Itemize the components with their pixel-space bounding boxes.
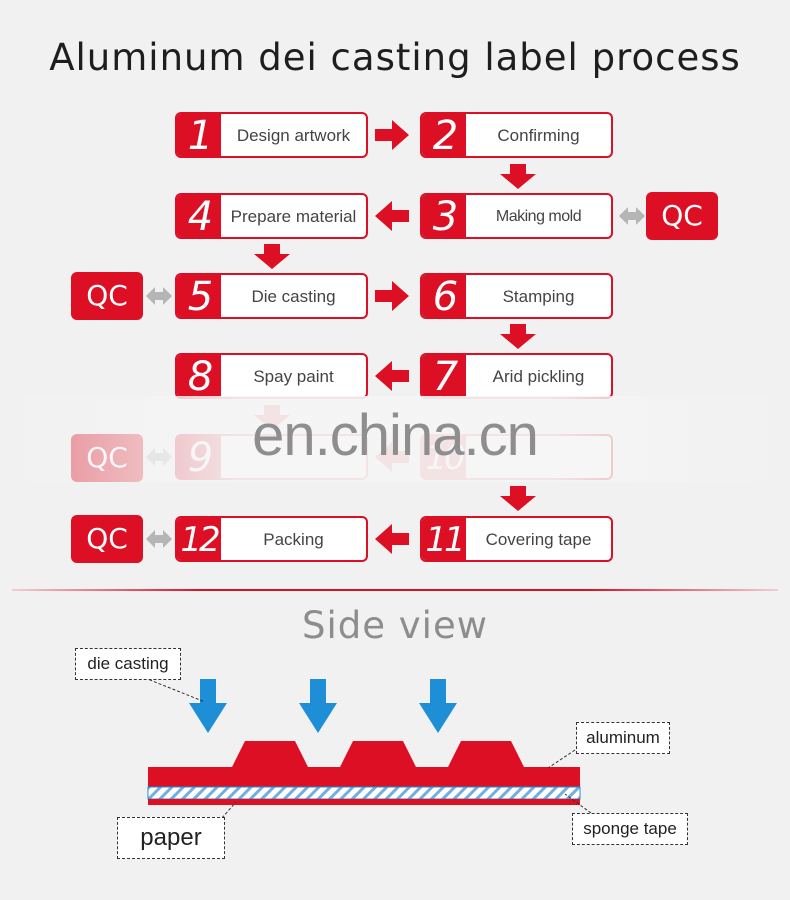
label-paper: paper: [117, 817, 225, 859]
label-die-casting: die casting: [75, 648, 181, 680]
arrow-down-4-5: [254, 244, 290, 269]
paper-layer: [148, 799, 580, 805]
step-label: Prepare material: [230, 207, 357, 226]
step-1: 1 Design artwork: [175, 112, 368, 158]
step-label: Making mold: [495, 208, 582, 225]
step-label: Covering tape: [485, 530, 592, 549]
press-arrow-3: [419, 679, 457, 733]
step-number: 8: [177, 355, 221, 397]
step-5: 5 Die casting: [175, 273, 368, 319]
qc-badge-step-5: QC: [71, 272, 143, 320]
leader-sponge: [564, 793, 596, 817]
qc-badge-step-3: QC: [646, 192, 718, 240]
step-12: 12 Packing: [175, 516, 368, 562]
step-number: 11: [422, 518, 466, 560]
qc-connector-12: [146, 530, 172, 548]
flow-arrows: [146, 120, 645, 554]
arrow-left-11-12: [375, 524, 409, 554]
step-label: Packing: [263, 530, 324, 549]
leader-paper: [221, 801, 237, 819]
press-arrow-2: [299, 679, 337, 733]
arrow-down-6-7: [500, 324, 536, 349]
arrow-left-7-8: [375, 361, 409, 391]
watermark-text: en.china.cn: [252, 403, 539, 468]
step-6: 6 Stamping: [420, 273, 613, 319]
step-label: Die casting: [251, 287, 336, 306]
label-sponge-tape: sponge tape: [572, 813, 688, 845]
watermark-band: [0, 396, 790, 482]
step-label: Confirming: [497, 126, 580, 145]
step-number: 6: [422, 275, 466, 317]
step-number: 5: [177, 275, 221, 317]
leader-die-casting: [139, 675, 206, 703]
step-number: 7: [422, 355, 466, 397]
step-3: 3 Making mold: [420, 193, 613, 239]
side-view-diagram: [139, 675, 596, 819]
sponge-tape-layer: [147, 786, 581, 800]
step-label: Stamping: [502, 287, 575, 306]
step-number: 4: [177, 195, 221, 237]
step-8: 8 Spay paint: [175, 353, 368, 399]
step-number: 3: [422, 195, 466, 237]
qc-connector-5: [146, 287, 172, 305]
page-title: Aluminum dei casting label process: [49, 36, 741, 79]
press-arrow-1: [189, 679, 227, 733]
step-label: Spay paint: [253, 367, 334, 386]
step-11: 11 Covering tape: [420, 516, 613, 562]
label-aluminum: aluminum: [576, 722, 670, 754]
step-label: Arid pickling: [492, 367, 585, 386]
side-view-title: Side view: [302, 604, 488, 647]
step-2: 2 Confirming: [420, 112, 613, 158]
step-number: 12: [177, 518, 221, 560]
arrow-right-5-6: [375, 281, 409, 311]
step-number: 1: [177, 114, 221, 156]
qc-badge-step-12: QC: [71, 515, 143, 563]
aluminum-layer: [148, 741, 580, 787]
arrow-right-1-2: [375, 120, 409, 150]
qc-connector-3: [619, 207, 645, 225]
step-label: Design artwork: [236, 126, 351, 145]
arrow-left-3-4: [375, 201, 409, 231]
step-4: 4 Prepare material: [175, 193, 368, 239]
arrow-down-10-11: [500, 486, 536, 511]
step-number: 2: [422, 114, 466, 156]
arrow-down-2-3: [500, 164, 536, 189]
leader-aluminum: [547, 749, 576, 769]
section-divider: [12, 589, 778, 591]
